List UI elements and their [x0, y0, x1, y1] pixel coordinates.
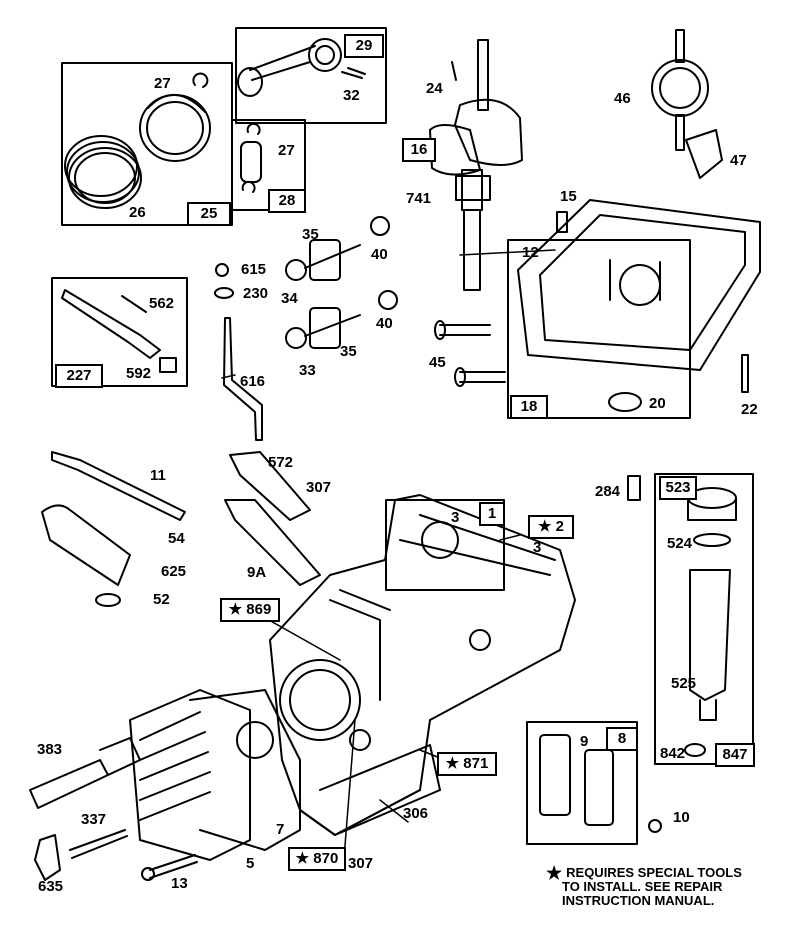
box-847: 847	[715, 743, 755, 767]
box-16: 16	[402, 138, 436, 162]
oil-fill-tube	[627, 475, 737, 757]
callout-20: 20	[649, 395, 666, 412]
control-bracket	[61, 289, 177, 373]
callout-40-upper: 40	[371, 246, 388, 263]
callout-35-upper: 35	[302, 226, 319, 243]
callout-5: 5	[246, 855, 255, 872]
connecting-rod	[237, 38, 366, 97]
callout-47: 47	[730, 152, 747, 169]
callout-337: 337	[81, 811, 107, 828]
callout-9A: 9A	[247, 564, 267, 581]
intake-tube	[41, 451, 186, 607]
callout-562: 562	[149, 295, 175, 312]
gaskets	[224, 451, 321, 586]
callout-307-top: 307	[306, 479, 332, 496]
callout-616: 616	[240, 373, 266, 390]
box-871: ★ 871	[437, 752, 497, 776]
box-523: 523	[659, 476, 697, 500]
callout-9: 9	[580, 733, 589, 750]
callout-45: 45	[429, 354, 446, 371]
small-parts	[29, 737, 198, 881]
callout-230: 230	[243, 285, 269, 302]
callout-54: 54	[168, 530, 185, 547]
box-227: 227	[55, 364, 103, 388]
engine-block	[269, 494, 576, 836]
callout-615: 615	[241, 261, 267, 278]
callout-12: 12	[522, 244, 539, 261]
callout-13: 13	[171, 875, 188, 892]
box-869: ★ 869	[220, 598, 280, 622]
cylinder-head	[129, 689, 301, 861]
callout-27-ring: 27	[154, 75, 171, 92]
leader-lines	[221, 249, 556, 859]
callout-35-lower: 35	[340, 343, 357, 360]
callout-625: 625	[161, 563, 187, 580]
callout-33: 33	[299, 362, 316, 379]
callout-306: 306	[403, 805, 429, 822]
star-icon: ★	[546, 863, 563, 883]
box-28: 28	[268, 189, 306, 213]
callout-3-seal: 3	[451, 509, 460, 526]
note-line-3: INSTRUCTION MANUAL.	[562, 893, 715, 908]
piston-assembly	[64, 72, 211, 209]
callout-32: 32	[343, 87, 360, 104]
wrist-pin	[240, 122, 262, 193]
callout-26: 26	[129, 204, 146, 221]
callout-383: 383	[37, 741, 63, 758]
special-tools-note: ★REQUIRES SPECIAL TOOLS TO INSTALL. SEE …	[546, 863, 742, 908]
callout-34: 34	[281, 290, 298, 307]
callout-22: 22	[741, 401, 758, 418]
callout-3: 3	[533, 539, 542, 556]
callout-24: 24	[426, 80, 443, 97]
callout-46: 46	[614, 90, 631, 107]
callout-11: 11	[150, 467, 166, 484]
box-18: 18	[510, 395, 548, 419]
cam-gear	[651, 29, 723, 179]
box-29: 29	[344, 34, 384, 58]
oil-sump	[517, 199, 761, 412]
tappet-pins	[434, 320, 506, 387]
valve-parts	[214, 216, 398, 441]
box-8: 8	[606, 727, 638, 751]
callout-307-bottom: 307	[348, 855, 374, 872]
callout-572: 572	[268, 454, 294, 471]
callout-27-clip: 27	[278, 142, 295, 159]
box-25: 25	[187, 202, 231, 226]
breather-cover	[539, 734, 662, 833]
box-2: ★ 2	[528, 515, 574, 539]
callout-525: 525	[671, 675, 697, 692]
callout-842: 842	[660, 745, 686, 762]
callout-52: 52	[153, 591, 170, 608]
callout-40-lower: 40	[376, 315, 393, 332]
callout-592: 592	[126, 365, 152, 382]
callout-10: 10	[673, 809, 690, 826]
callout-15: 15	[560, 188, 577, 205]
callout-524: 524	[667, 535, 693, 552]
callout-284: 284	[595, 483, 621, 500]
note-line-2: TO INSTALL. SEE REPAIR	[562, 879, 723, 894]
box-870: ★ 870	[288, 847, 346, 871]
callout-7: 7	[276, 821, 285, 838]
crankshaft	[429, 39, 523, 291]
callout-741: 741	[406, 190, 432, 207]
callout-635: 635	[38, 878, 64, 895]
box-1: 1	[479, 502, 505, 526]
note-line-1: REQUIRES SPECIAL TOOLS	[566, 865, 742, 880]
